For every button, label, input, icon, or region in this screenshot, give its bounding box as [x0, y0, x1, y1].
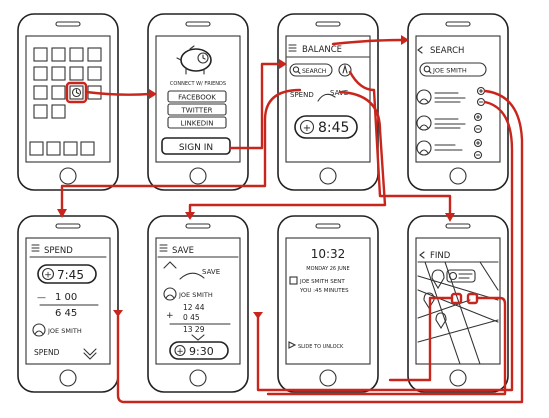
balance-amount: 8:45	[318, 120, 349, 136]
spend-plus-sign: +	[44, 271, 52, 281]
piggy-bank-icon	[176, 45, 212, 75]
phone-lock	[277, 215, 379, 393]
phone-spend	[17, 215, 119, 393]
location-pin-icon	[342, 63, 348, 74]
spend-minus: —	[37, 293, 46, 303]
spend-amount: 7:45	[57, 268, 84, 282]
search-result-row[interactable]	[416, 138, 483, 160]
spend-person[interactable]: JOE SMITH	[32, 323, 82, 337]
slide-to-unlock-label: SLIDE TO UNLOCK	[298, 344, 344, 350]
balance-search-label: SEARCH	[302, 68, 326, 75]
facebook-button[interactable]: FACEBOOK	[167, 90, 227, 103]
spend-person-name: JOE SMITH	[47, 327, 82, 335]
twitter-button[interactable]: TWITTER	[167, 103, 227, 116]
balance-tab-swoosh	[317, 93, 336, 102]
save-person[interactable]: JOE SMITH	[163, 287, 213, 301]
sign-in-button[interactable]: SIGN IN	[161, 137, 231, 155]
save-tab-swoosh	[179, 272, 205, 280]
spend-subtract-value: 1 00	[55, 292, 77, 303]
search-result-row[interactable]	[416, 112, 483, 134]
lock-notification[interactable]: JOE SMITH SENT YOU :45 MINUTES	[289, 276, 349, 294]
spend-title: SPEND	[44, 246, 73, 256]
flow-arrows	[57, 35, 524, 404]
menu-icon[interactable]	[288, 44, 297, 52]
lock-date: MONDAY 26 JUNE	[306, 266, 349, 272]
back-icon[interactable]	[417, 46, 423, 54]
phone-login	[147, 13, 249, 191]
facebook-button-label: FACEBOOK	[178, 94, 216, 102]
save-line-3: 13 29	[183, 325, 205, 334]
app-clock-icon[interactable]	[65, 81, 88, 104]
balance-location-button[interactable]	[338, 63, 352, 77]
spend-amount-pill: + 7:45	[37, 264, 97, 284]
phone-save	[147, 215, 249, 393]
home-app-grid	[29, 47, 102, 156]
chevron-down-icon[interactable]	[191, 334, 205, 341]
save-plus-sign: +	[176, 347, 183, 357]
lock-notice-line-1: JOE SMITH SENT	[299, 279, 345, 285]
save-line-2: 0 45	[183, 313, 200, 322]
save-total-pill: + 9:30	[169, 341, 229, 360]
slide-to-unlock[interactable]: SLIDE TO UNLOCK	[288, 341, 344, 350]
search-icon	[292, 66, 300, 73]
search-result-row[interactable]	[416, 86, 486, 107]
phone-balance	[277, 13, 379, 191]
find-title: FIND	[430, 251, 451, 261]
search-title: SEARCH	[430, 46, 464, 56]
twitter-button-label: TWITTER	[181, 107, 213, 115]
balance-plus-sign: +	[303, 123, 311, 134]
connect-friends-label: CONNECT W/ FRIENDS	[170, 81, 226, 87]
linkedin-button[interactable]: LINKEDIN	[167, 116, 227, 129]
save-tab[interactable]: SAVE	[202, 268, 220, 276]
search-query-text: JOE SMITH	[432, 67, 467, 75]
location-pin-icon[interactable]	[431, 269, 445, 290]
save-person-name: JOE SMITH	[178, 291, 213, 299]
save-plus: +	[166, 311, 174, 321]
spend-button[interactable]: SPEND	[34, 348, 60, 357]
balance-save-tab[interactable]: SAVE	[330, 89, 348, 97]
phone-home	[17, 13, 119, 191]
find-highlight-plus[interactable]	[466, 292, 479, 305]
balance-search-button[interactable]: SEARCH	[289, 63, 333, 77]
save-total: 9:30	[189, 345, 214, 358]
balance-spend-tab[interactable]: SPEND	[290, 91, 314, 99]
balance-title: BALANCE	[302, 45, 342, 55]
menu-icon[interactable]	[31, 244, 40, 252]
chevron-up-icon[interactable]	[163, 261, 177, 269]
search-query-field[interactable]: JOE SMITH	[419, 62, 487, 77]
spend-result-value: 6 45	[55, 308, 77, 319]
lock-notice-line-2: YOU :45 MINUTES	[299, 288, 349, 294]
map-view[interactable]	[417, 261, 499, 365]
menu-icon[interactable]	[159, 244, 168, 252]
sign-in-button-label: SIGN IN	[179, 143, 213, 153]
back-icon[interactable]	[419, 251, 425, 259]
phone-find	[407, 215, 509, 393]
location-pin-icon[interactable]	[435, 312, 447, 330]
save-line-1: 12 44	[183, 303, 205, 312]
lock-time: 10:32	[311, 247, 346, 261]
arrow-right-icon	[288, 341, 297, 349]
chevron-down-icon[interactable]	[83, 348, 97, 360]
save-title: SAVE	[172, 246, 194, 256]
balance-amount-pill: + 8:45	[294, 115, 358, 139]
linkedin-button-label: LINKEDIN	[181, 120, 214, 128]
